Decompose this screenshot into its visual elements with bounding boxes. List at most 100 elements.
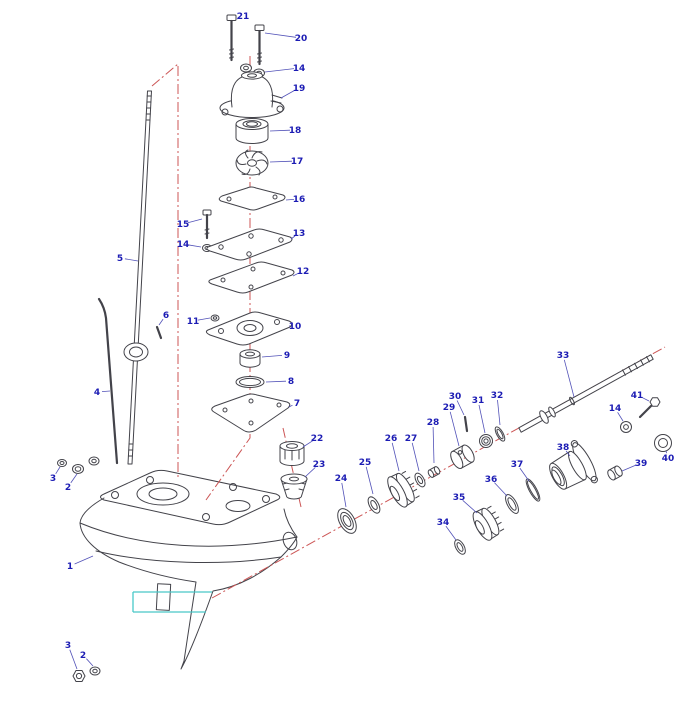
part-label-18: 18 <box>289 126 302 136</box>
callout-leader-36 <box>494 482 508 497</box>
part-gasket-12-drawing <box>208 261 295 294</box>
callout-leader-16 <box>285 199 295 201</box>
callout-leader-26 <box>391 442 400 472</box>
part-label-11: 11 <box>187 317 200 327</box>
callout-leader-34 <box>445 525 457 541</box>
part-pin-28-drawing <box>427 466 441 478</box>
part-bearing-22-drawing <box>279 441 305 466</box>
callout-leader-14 <box>617 412 624 422</box>
callout-leader-32 <box>497 399 501 426</box>
part-label-21: 21 <box>237 12 250 22</box>
callout-leader-27 <box>411 442 420 472</box>
part-label-20: 20 <box>295 34 308 44</box>
part-washer-14-right-drawing <box>620 421 632 433</box>
part-label-10: 10 <box>289 322 302 332</box>
part-label-23: 23 <box>313 460 326 470</box>
callout-leader-7 <box>288 404 293 408</box>
part-label-3: 3 <box>65 641 71 651</box>
callout-leader-2 <box>86 658 94 667</box>
callout-leader-41 <box>641 396 650 402</box>
part-shift-rod-4-drawing <box>97 297 119 465</box>
part-label-3: 3 <box>50 474 56 484</box>
part-plate-13-drawing <box>206 228 293 261</box>
part-sleeve-39-drawing <box>607 465 623 481</box>
part-label-19: 19 <box>293 84 306 94</box>
part-washer-27-drawing <box>414 472 426 488</box>
part-cross-pin-30-drawing <box>463 415 469 433</box>
part-label-27: 27 <box>405 434 418 444</box>
callout-leader-3 <box>69 649 78 670</box>
part-pump-housing-19-drawing <box>219 71 285 118</box>
part-label-9: 9 <box>284 351 290 361</box>
prop-shaft-chain-drawing <box>337 354 654 534</box>
part-spring-31-drawing <box>479 434 493 448</box>
part-label-14: 14 <box>177 240 190 250</box>
part-label-4: 4 <box>94 388 100 398</box>
callout-leader-9 <box>261 355 283 358</box>
part-clutch-dog-29-drawing <box>450 444 475 469</box>
part-label-6: 6 <box>163 311 169 321</box>
part-bolt-15-drawing <box>202 209 212 240</box>
part-label-14: 14 <box>609 404 622 414</box>
part-label-2: 2 <box>65 483 71 493</box>
part-prop-shaft-33-drawing <box>518 354 654 433</box>
part-label-41: 41 <box>631 391 644 401</box>
part-bolt-21-drawing <box>226 14 237 62</box>
part-label-40: 40 <box>662 454 675 464</box>
part-impeller-cup-18-drawing <box>235 118 269 144</box>
callout-leader-17 <box>269 160 293 163</box>
callout-leader-30 <box>456 400 465 416</box>
part-label-34: 34 <box>437 518 450 528</box>
part-label-28: 28 <box>427 418 440 428</box>
callout-leader-13 <box>290 235 296 240</box>
callout-leader-11 <box>197 317 211 321</box>
part-label-12: 12 <box>297 267 310 277</box>
water-intake-highlight <box>132 591 212 613</box>
part-label-32: 32 <box>491 391 504 401</box>
callout-leader-25 <box>365 466 374 495</box>
part-driveshaft-5-drawing <box>123 90 152 465</box>
part-pinion-gear-23-drawing <box>280 473 308 500</box>
part-label-38: 38 <box>557 443 570 453</box>
callout-leader-1 <box>74 555 94 565</box>
water-pump-stack-drawing <box>202 14 295 433</box>
callout-leader-37 <box>519 467 530 482</box>
callout-leader-28 <box>432 426 435 464</box>
part-reverse-gear-35-drawing <box>472 505 505 541</box>
part-ring-32-drawing <box>494 426 506 442</box>
part-forward-gear-26-drawing <box>387 470 420 508</box>
part-pump-base-10-drawing <box>205 311 293 346</box>
part-label-29: 29 <box>443 403 456 413</box>
part-label-26: 26 <box>385 434 398 444</box>
part-label-37: 37 <box>511 460 524 470</box>
callout-leader-23 <box>304 467 316 478</box>
part-bolt-20-drawing <box>254 24 265 66</box>
part-label-33: 33 <box>557 351 570 361</box>
part-label-7: 7 <box>294 399 300 409</box>
callout-leader-35 <box>462 500 478 514</box>
gearcase-housing-drawing <box>79 469 298 670</box>
part-label-14: 14 <box>293 64 306 74</box>
part-label-39: 39 <box>635 459 648 469</box>
part-label-31: 31 <box>472 396 485 406</box>
part-label-30: 30 <box>449 392 462 402</box>
driveshaft-group-drawing <box>57 90 163 474</box>
part-label-1: 1 <box>67 562 73 572</box>
callout-leader-40 <box>665 450 667 454</box>
bottom-fasteners-drawing <box>72 666 101 682</box>
part-oring-8-drawing <box>235 376 265 388</box>
callout-leader-29 <box>449 411 460 447</box>
part-tapered-bearing-24-drawing <box>337 508 357 534</box>
part-seals-2-3-upper-drawing <box>57 456 100 474</box>
part-label-13: 13 <box>293 229 306 239</box>
part-gasket-7-drawing <box>211 393 291 433</box>
part-label-8: 8 <box>288 377 294 387</box>
pinion-set-drawing <box>279 441 308 500</box>
callout-leader-24 <box>341 482 347 508</box>
callout-leader-33 <box>563 359 575 398</box>
callout-leader-19 <box>280 90 295 99</box>
callout-leader-39 <box>621 464 637 472</box>
part-nut-3-drawing <box>72 670 86 682</box>
